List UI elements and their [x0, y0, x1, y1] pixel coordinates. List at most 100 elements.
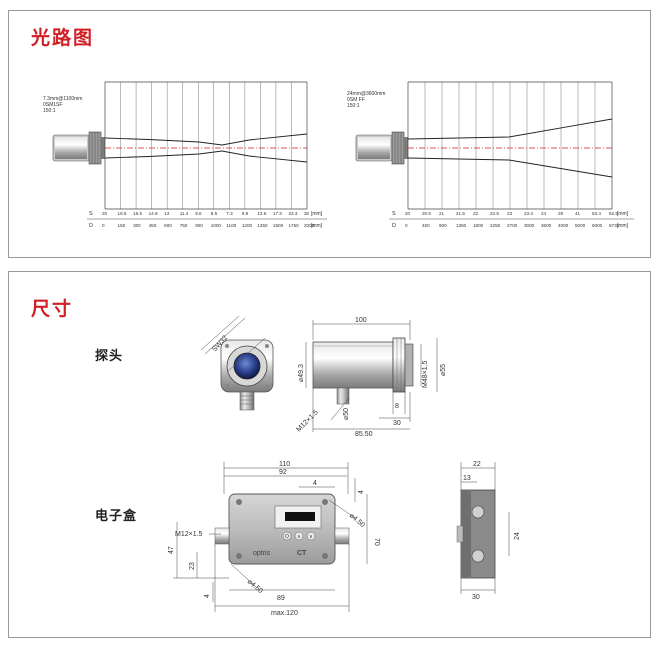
left-unit-s: [mm]: [311, 211, 323, 217]
left-s-value: 13.5: [257, 211, 266, 216]
probe-thread: M48×1.5: [422, 360, 429, 388]
right-s-value: 21.5: [456, 211, 465, 216]
probe-front-view: SW32: [200, 315, 274, 411]
right-spec-2: 0SM FF: [347, 97, 365, 103]
optics-right: 24mm@3600mm 0SM FF 150:1 S D: [347, 81, 634, 229]
right-d-value: 6000: [592, 223, 603, 228]
box-h23: 23: [189, 562, 196, 570]
left-s-label: S: [89, 211, 93, 217]
left-d-value: 1750: [288, 223, 299, 228]
probe-dim-30: 30: [393, 420, 401, 427]
box-d4c: 4: [204, 594, 211, 598]
box-model: CT: [297, 550, 307, 557]
box-hole: ⌀4.50: [348, 512, 366, 529]
right-d-value: 2700: [507, 223, 518, 228]
left-d-value: 150: [118, 223, 126, 228]
dimensions-panel: 尺寸 探头 电子盒 SW32: [8, 271, 651, 638]
left-s-value: 8.5: [211, 211, 218, 216]
left-d-value: 750: [180, 223, 188, 228]
right-d-value: 3000: [524, 223, 535, 228]
optics-left: 7.3mm@1100mm 0SM1SF 150:1: [43, 81, 327, 229]
right-sensor-icon: [355, 131, 408, 165]
box-h70: 70: [373, 538, 380, 546]
left-d-value: 1000: [211, 223, 222, 228]
box-brand: optris: [253, 550, 271, 557]
right-d-label: D: [392, 223, 396, 229]
right-d-value: 900: [439, 223, 447, 228]
left-s-value: 20: [102, 211, 108, 216]
box-btn-2: ∧: [297, 534, 301, 540]
right-s-value: 23: [507, 211, 513, 216]
left-d-value: 1500: [273, 223, 284, 228]
right-d-value: 6730: [609, 223, 620, 228]
right-s-value: 24: [541, 211, 547, 216]
right-d-value: 4000: [558, 223, 569, 228]
left-unit-d: [mm]: [311, 223, 323, 229]
right-s-value: 20: [405, 211, 411, 216]
right-spec-1: 24mm@3600mm: [347, 91, 385, 97]
dims-title: 尺寸: [31, 298, 74, 320]
left-s-value: 30: [304, 211, 310, 216]
left-s-value: 16.5: [133, 211, 142, 216]
right-d-value: 450: [422, 223, 430, 228]
box-hole2: ⌀4.50: [246, 578, 264, 595]
right-s-value: 53.4: [592, 211, 601, 216]
box-w89: 89: [277, 595, 285, 602]
right-d-value: 2250: [490, 223, 501, 228]
box-side-view: 22 13 24 30: [456, 461, 521, 601]
right-d-value: 1350: [456, 223, 467, 228]
left-s-value: 13: [164, 211, 170, 216]
probe-side-view: 100 ⌀49.3 M48×1.5 ⌀55 M12×1.5 ⌀50 8 30 8…: [295, 317, 447, 438]
left-d-value: 1350: [257, 223, 268, 228]
side-w13: 13: [463, 475, 471, 482]
right-s-value: 22: [473, 211, 479, 216]
left-d-value: 450: [149, 223, 157, 228]
left-d-value: 2000: [304, 223, 315, 228]
electronics-box-view: O ∧ ∨ optris CT 110 92 4 4 ⌀4.50 70 M12×…: [168, 461, 380, 617]
left-s-value: 11.4: [180, 211, 189, 216]
box-h47: 47: [168, 546, 175, 554]
right-s-value: 62.5: [609, 211, 618, 216]
optics-diagram: 7.3mm@1100mm 0SM1SF 150:1: [43, 81, 634, 229]
side-w22: 22: [473, 461, 481, 468]
right-s-value: 41: [575, 211, 581, 216]
left-s-value: 14.8: [149, 211, 158, 216]
left-s-value: 9.8: [242, 211, 249, 216]
left-s-value: 18.5: [118, 211, 127, 216]
right-s-value: 23.4: [524, 211, 533, 216]
probe-dim-8: 8: [395, 403, 399, 410]
box-w110: 110: [279, 461, 290, 468]
probe-dia-small: ⌀50: [343, 408, 350, 420]
left-s-value: 23.3: [288, 211, 297, 216]
right-unit-s: [mm]: [617, 211, 629, 217]
probe-len: 100: [355, 317, 367, 324]
box-d4a: 4: [313, 480, 317, 487]
probe-dia-right: ⌀55: [440, 364, 447, 376]
right-s-value: 22.5: [490, 211, 499, 216]
box-d4b: 4: [358, 490, 365, 494]
probe-cable-thread: M12×1.5: [295, 409, 319, 433]
right-s-label: S: [392, 211, 396, 217]
box-btn-1: O: [285, 534, 289, 540]
left-sensor-icon: [52, 131, 105, 165]
dimensions-drawing: SW32 100 ⌀49.3 M48×1.5 ⌀55 M12×1.5 ⌀50: [168, 315, 521, 617]
right-s-value: 20.5: [422, 211, 431, 216]
side-w30: 30: [472, 594, 480, 601]
left-spec-2: 0SM1SF: [43, 102, 62, 108]
left-d-value: 600: [164, 223, 172, 228]
side-h24: 24: [514, 532, 521, 540]
box-max: max.120: [271, 610, 298, 617]
left-s-value: 9.6: [195, 211, 202, 216]
right-d-value: 3600: [541, 223, 552, 228]
optics-title: 光路图: [31, 27, 95, 49]
left-s-value: 17.3: [273, 211, 282, 216]
right-d-value: 1800: [473, 223, 484, 228]
left-d-value: 1200: [242, 223, 253, 228]
right-s-value: 29: [558, 211, 564, 216]
left-d-value: 1100: [226, 223, 236, 228]
box-w92: 92: [279, 469, 287, 476]
right-d-value: 5000: [575, 223, 586, 228]
box-thread: M12×1.5: [175, 531, 203, 538]
left-d-value: 300: [133, 223, 141, 228]
left-d-value: 900: [195, 223, 203, 228]
